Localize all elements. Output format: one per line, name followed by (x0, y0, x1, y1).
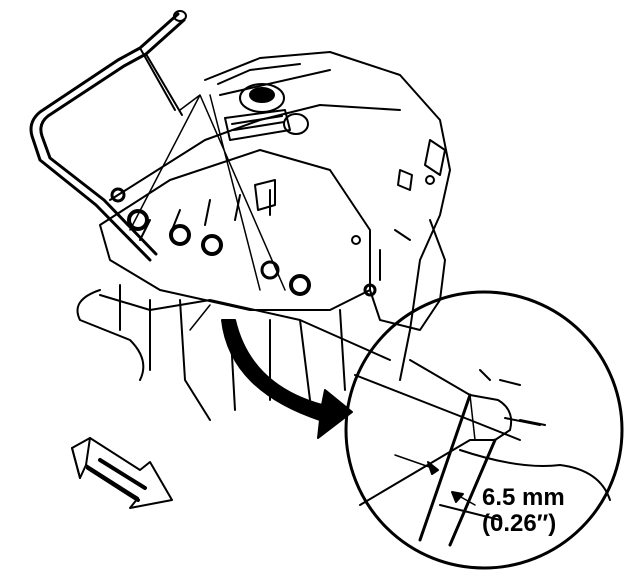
measurement-mm-label: 6.5 mm (482, 484, 565, 511)
front-direction-arrow (71, 437, 173, 509)
engine-block (76, 51, 451, 421)
oil-filler-cap (224, 83, 309, 211)
callout-leaders (129, 94, 286, 331)
dipstick-tube (29, 10, 187, 262)
detail-circle (344, 290, 624, 570)
exhaust-ports (110, 175, 435, 297)
measurement-in-label: (0.26″) (482, 510, 557, 537)
curved-arrow (221, 319, 353, 439)
